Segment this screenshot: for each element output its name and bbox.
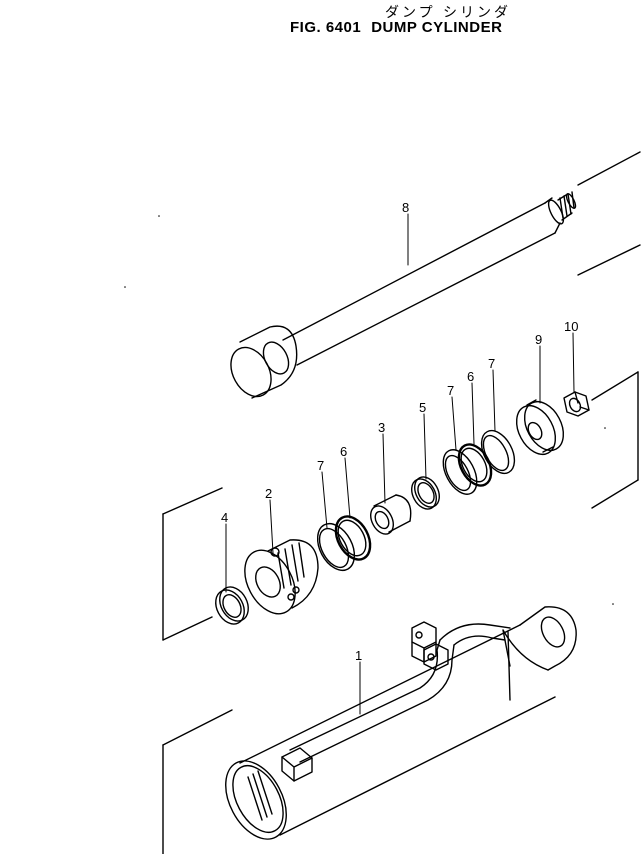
- nut-part-10: [563, 391, 590, 417]
- cylinder-tube-part-1: [162, 606, 577, 854]
- callout-5: 5: [419, 400, 426, 415]
- backup-ring-part-7-middle: [442, 449, 478, 495]
- o-ring-part-6-right: [457, 443, 493, 487]
- figure-name: DUMP CYLINDER: [371, 19, 503, 36]
- cylinder-head-part-2: [244, 539, 319, 615]
- scan-specks: [124, 215, 614, 605]
- piston-part-9: [515, 399, 565, 456]
- figure-number: FIG. 6401: [290, 19, 362, 36]
- o-ring-part-6-left: [334, 515, 372, 561]
- callout-9: 9: [535, 332, 542, 347]
- leader-lines: [225, 213, 575, 715]
- callout-7-middle: 7: [447, 383, 454, 398]
- middle-group-guides: [162, 371, 639, 641]
- ring-part-5: [411, 476, 440, 510]
- backup-ring-part-7-left: [316, 522, 356, 572]
- figure-title: FIG. 6401 DUMP CYLINDER: [290, 19, 512, 36]
- callout-4: 4: [221, 510, 228, 525]
- callout-6-left: 6: [340, 444, 347, 459]
- callout-labels: 8 4 2 7 6 3 5 7 6 7 9 10 1: [221, 200, 578, 663]
- piston-rod-part-8: [230, 151, 641, 399]
- callout-2: 2: [265, 486, 272, 501]
- callout-10: 10: [564, 319, 578, 334]
- wiper-ring-part-4: [215, 586, 249, 625]
- callout-1: 1: [355, 648, 362, 663]
- bushing-part-3: [370, 494, 412, 535]
- callout-7-right: 7: [488, 356, 495, 371]
- japanese-title: ダンプ シリンダ: [385, 5, 512, 21]
- callout-3: 3: [378, 420, 385, 435]
- callout-6-right: 6: [467, 369, 474, 384]
- callout-8: 8: [402, 200, 409, 215]
- backup-ring-part-7-right: [480, 429, 516, 475]
- callout-7-left: 7: [317, 458, 324, 473]
